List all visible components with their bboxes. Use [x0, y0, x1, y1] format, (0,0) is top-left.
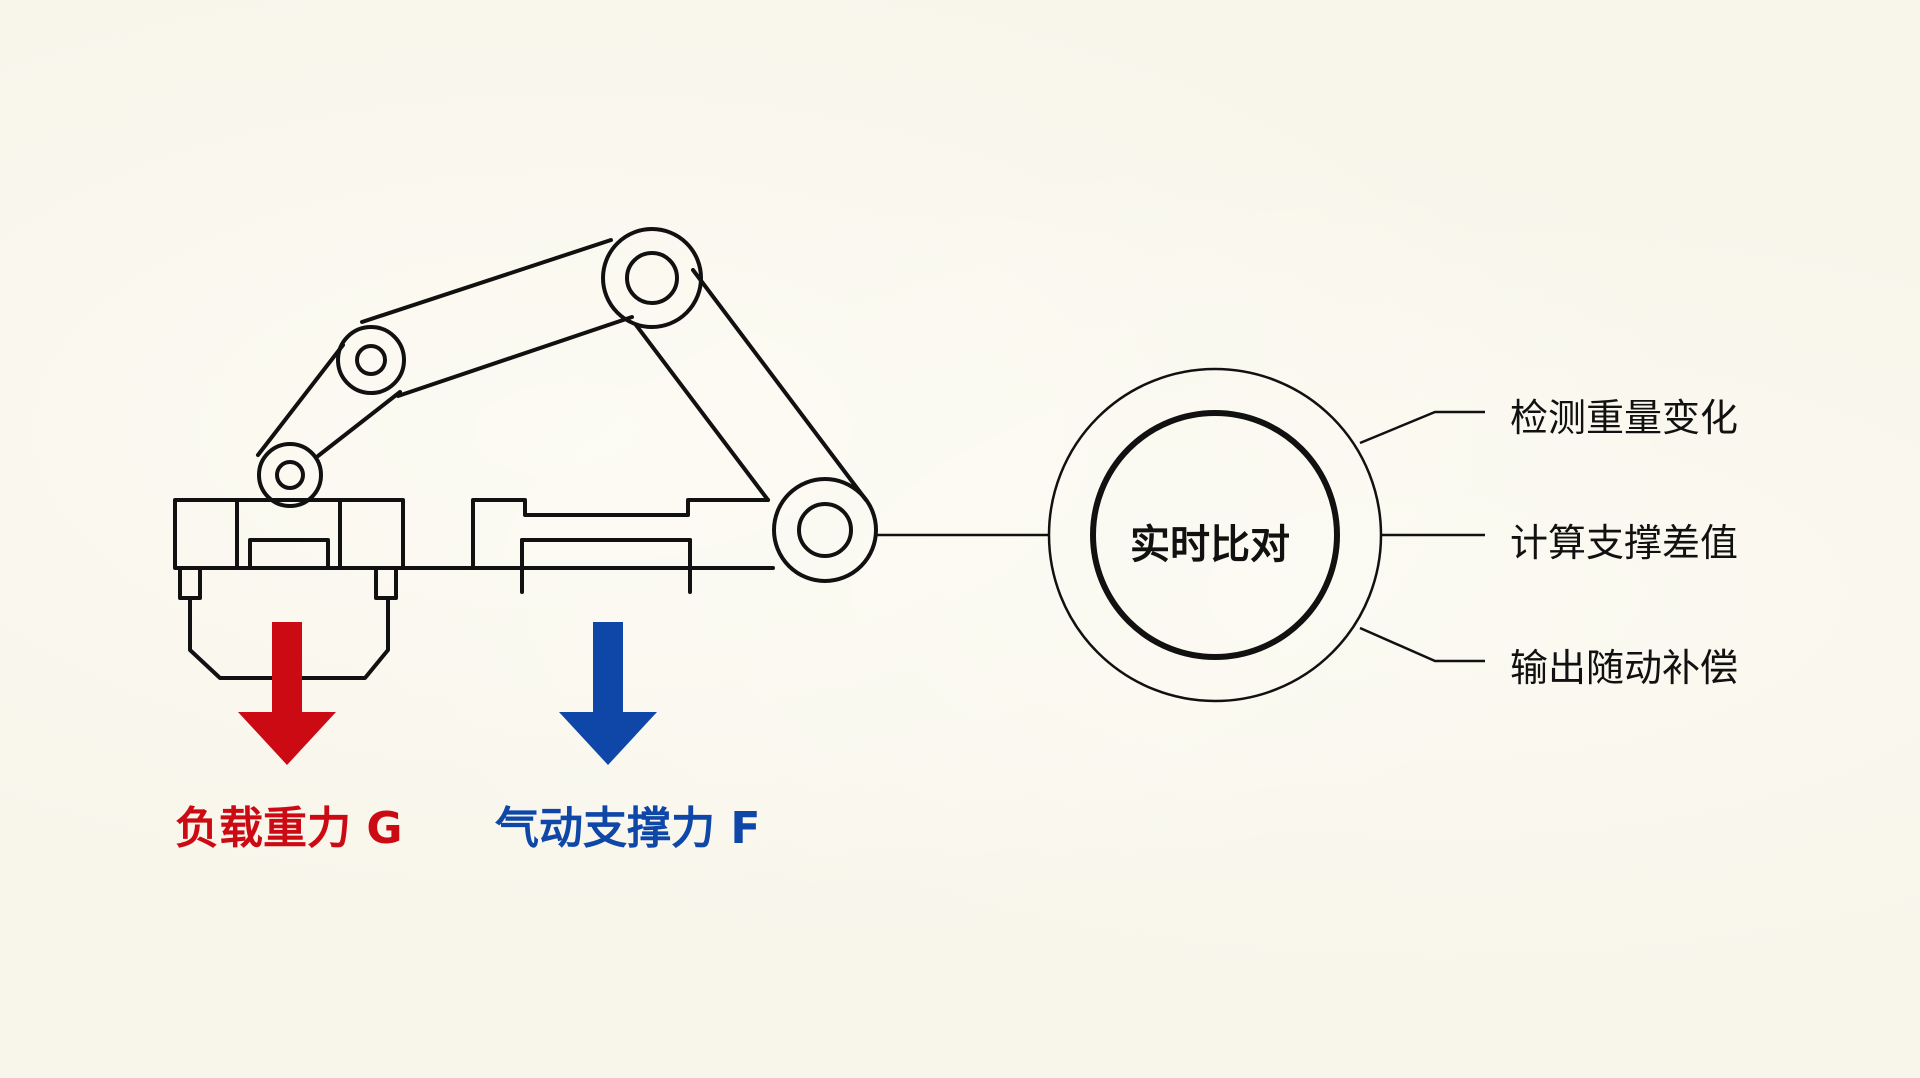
middle-joint-outer	[336, 325, 406, 395]
gripper-inner-slot	[248, 538, 330, 570]
arm-link-lower	[256, 343, 402, 458]
elbow-joint-outer	[772, 477, 878, 583]
load-force-arrow	[238, 622, 336, 765]
step-detect-weight-label: 检测重量变化	[1510, 396, 1739, 440]
load-force-label: 负载重力 G	[175, 803, 403, 854]
elbow-joint-inner	[797, 502, 853, 558]
arm-link-upper	[634, 268, 868, 502]
step-output-compensation-label: 输出随动补偿	[1510, 646, 1739, 690]
middle-joint-inner	[355, 344, 387, 376]
cylinder-body	[471, 498, 770, 570]
top-joint-inner	[625, 251, 679, 305]
top-joint-outer	[601, 227, 703, 329]
base-joint-inner	[275, 460, 305, 490]
step-compute-difference-label: 计算支撑差值	[1510, 521, 1739, 565]
controller-label: 实时比对	[1130, 522, 1290, 568]
pneumatic-cylinder	[401, 498, 775, 594]
cylinder-legs	[520, 538, 692, 594]
step-1-connector	[1359, 410, 1485, 445]
gripper-right-foot	[374, 566, 398, 600]
gripper-left-foot	[178, 566, 202, 600]
gripper-dividers	[235, 498, 342, 570]
support-force-arrow	[559, 622, 657, 765]
support-force-label: 气动支撑力 F	[495, 803, 761, 854]
step-3-connector	[1359, 626, 1485, 663]
controller-inner-ring	[1090, 410, 1340, 660]
gripper-frame	[173, 498, 405, 570]
robot-arm	[256, 227, 878, 583]
base-joint-outer	[257, 442, 323, 508]
arm-link-middle	[360, 238, 634, 398]
